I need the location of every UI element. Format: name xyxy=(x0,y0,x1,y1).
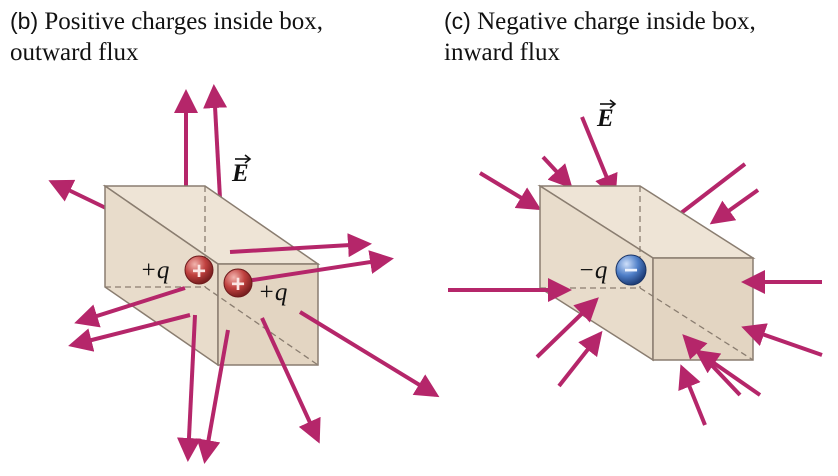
caption-b-line1: Positive charges inside box, xyxy=(44,8,324,35)
charge-positive-1: + xyxy=(184,255,214,285)
field-arrow xyxy=(48,179,111,212)
field-arrow xyxy=(260,317,321,444)
panel-c-front-arrows xyxy=(448,270,823,426)
field-symbol: E xyxy=(596,105,614,132)
field-arrow xyxy=(535,297,599,359)
field-arrow xyxy=(176,314,201,462)
charge-positive-2: + xyxy=(223,268,253,298)
panel-c-back-arrows xyxy=(478,116,760,236)
caption-b: (b) Positive charges inside box, outward… xyxy=(10,6,323,68)
caption-c-line1: Negative charge inside box, xyxy=(477,8,756,35)
caption-b-tag: (b) xyxy=(10,8,39,34)
panel-b-front-arrows xyxy=(68,233,440,464)
field-arrow xyxy=(74,286,186,328)
charge-negative: − xyxy=(615,254,647,286)
charge-sign: + xyxy=(192,258,206,285)
charge-label: +q xyxy=(258,279,287,306)
charge-label: −q xyxy=(578,257,607,284)
caption-c-tag: (c) xyxy=(444,8,471,34)
panel-c: − −q E xyxy=(448,99,823,426)
field-label-b: E xyxy=(231,154,252,187)
field-arrow xyxy=(709,188,760,225)
field-symbol: E xyxy=(231,160,249,187)
charge-label: +q xyxy=(140,257,169,284)
field-arrow xyxy=(557,330,603,388)
field-arrow xyxy=(580,116,618,199)
field-label-c: E xyxy=(596,99,617,132)
caption-c-line2: inward flux xyxy=(444,39,560,66)
field-arrow xyxy=(741,323,823,357)
charge-sign: + xyxy=(231,271,245,298)
gaussian-box-c xyxy=(537,184,756,362)
box-hidden-edge xyxy=(204,286,319,366)
caption-c: (c) Negative charge inside box, inward f… xyxy=(444,6,756,68)
field-arrow xyxy=(678,364,707,426)
field-arrow xyxy=(298,310,440,398)
caption-b-line2: outward flux xyxy=(10,39,139,66)
field-arrow xyxy=(196,329,230,464)
gaussian-box-b xyxy=(102,184,321,367)
box-right-face xyxy=(652,257,754,361)
field-arrow xyxy=(682,334,742,397)
field-arrow xyxy=(541,155,573,189)
field-arrow xyxy=(229,233,372,258)
field-arrow xyxy=(239,250,394,284)
field-arrow xyxy=(68,313,191,352)
charge-sign: − xyxy=(624,257,638,284)
panel-b: + + +q +q E xyxy=(48,84,440,464)
box-hidden-edge xyxy=(639,287,754,361)
field-arrow xyxy=(478,171,542,211)
